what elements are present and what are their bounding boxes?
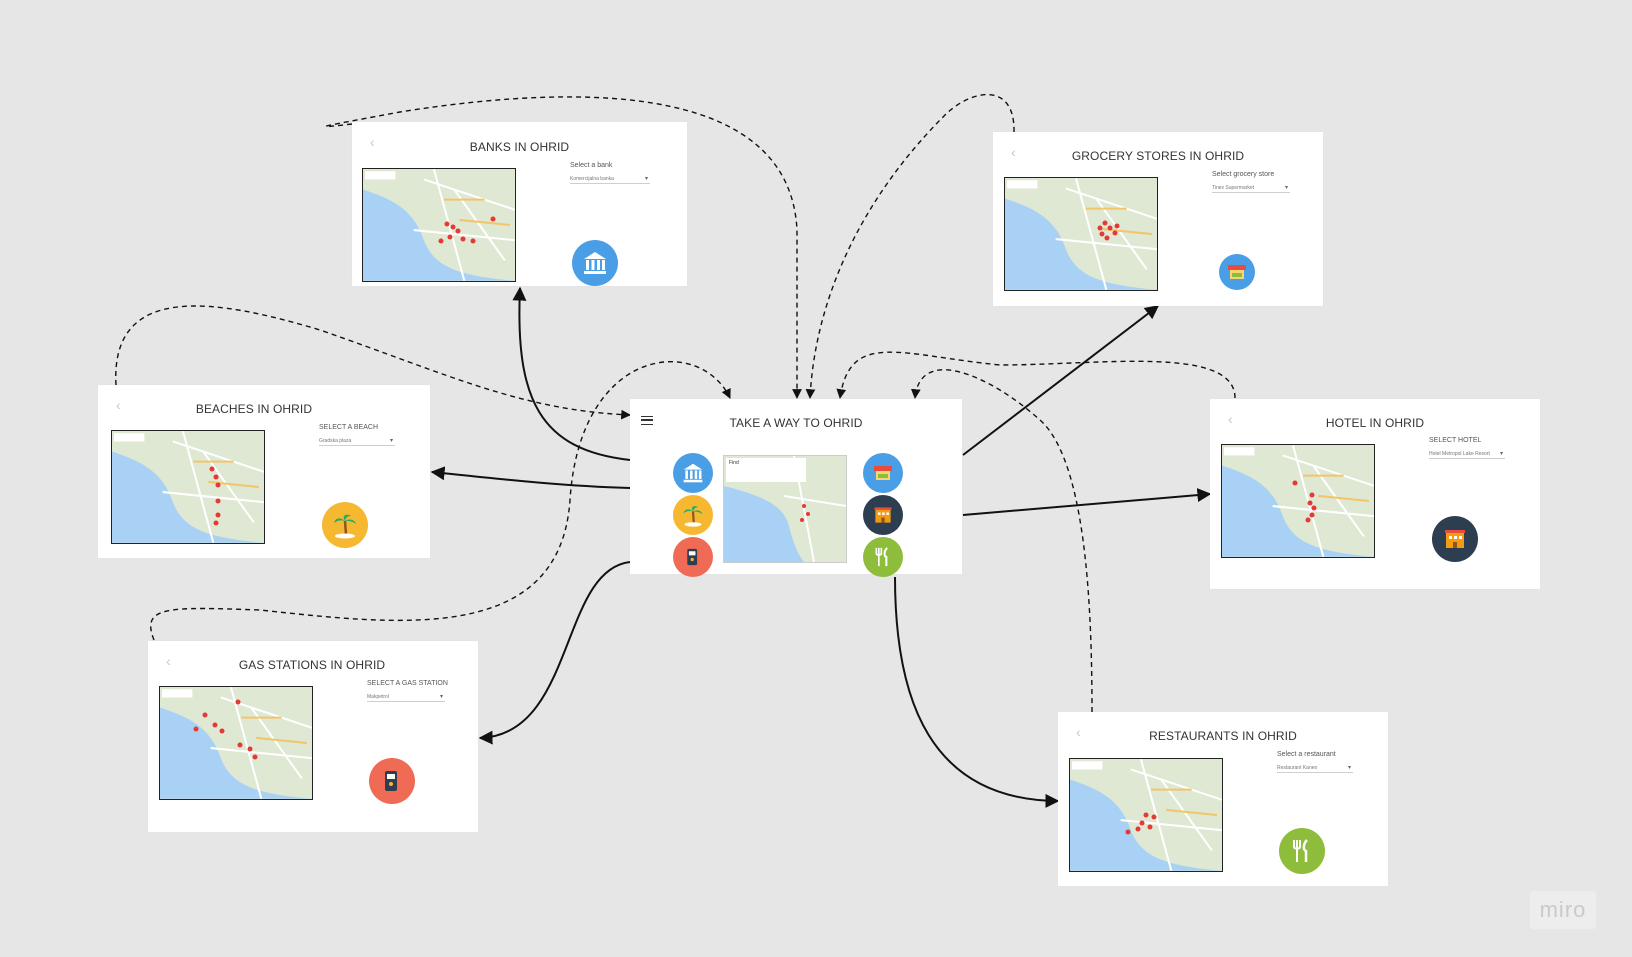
select-label: Select a restaurant [1277,751,1336,758]
screen-title: BEACHES IN OHRID [195,402,313,416]
screen-title: HOTEL IN OHRID [1325,416,1425,430]
map-thumbnail[interactable] [159,686,313,800]
link-main-to-banks [512,286,631,461]
hotel-icon [874,507,892,523]
map-pins [1292,480,1317,523]
link-restaurants-back [910,369,1093,713]
banks-screen: ‹ BANKS IN OHRID Select a bank Komercija… [352,122,687,286]
gas-station-select[interactable]: Makpetrol [367,692,445,702]
link-main-to-restaurants [894,576,1060,808]
link-hotel-back [836,351,1236,399]
map-search-field[interactable]: Find [729,460,739,466]
category-button-restaurants[interactable] [863,537,903,577]
miro-watermark: miro [1530,891,1596,929]
bank-icon [572,240,618,286]
gas-stations-screen: ‹ GAS STATIONS IN OHRID SELECT A GAS STA… [148,641,478,832]
link-main-to-grocery [962,305,1160,456]
back-arrow-icon[interactable]: ‹ [1011,144,1016,160]
map-thumbnail[interactable] [1004,177,1158,291]
main-screen: TAKE A WAY TO OHRID Find [630,399,962,577]
category-button-beaches[interactable] [673,495,713,535]
map-pins [209,466,221,526]
select-label: SELECT HOTEL [1429,437,1482,444]
restaurants-screen: ‹ RESTAURANTS IN OHRID Select a restaura… [1058,712,1388,886]
category-button-banks[interactable] [673,453,713,493]
link-main-to-gas [478,561,631,745]
map-pins [1097,220,1120,241]
beaches-screen: ‹ BEACHES IN OHRID SELECT A BEACH Gradsk… [98,385,430,558]
back-arrow-icon[interactable]: ‹ [1076,724,1081,740]
map-thumbnail[interactable] [1069,758,1223,872]
map-thumbnail[interactable] [362,168,516,282]
map-thumbnail[interactable] [111,430,265,544]
hotel-select[interactable]: Hotel Metropol Lake Resort [1429,449,1505,459]
app-title: TAKE A WAY TO OHRID [729,416,863,430]
hotel-screen: ‹ HOTEL IN OHRID SELECT HOTEL Hotel Metr… [1210,399,1540,589]
main-map[interactable]: Find [723,455,847,563]
screen-title: GAS STATIONS IN OHRID [238,658,386,672]
map-thumbnail[interactable] [1221,444,1375,558]
back-arrow-icon[interactable]: ‹ [370,134,375,150]
restaurant-select[interactable]: Restaurant Kaneo [1277,763,1353,773]
select-label: Select a bank [570,162,613,169]
market-stall-icon [874,466,892,480]
hamburger-icon[interactable] [641,416,653,425]
fuel-pump-icon [369,758,415,804]
link-banks-back [325,96,802,399]
screen-title: BANKS IN OHRID [469,140,570,154]
select-label: Select grocery store [1212,171,1275,178]
link-beaches-back [115,305,631,420]
grocery-select[interactable]: Tinex Supermarket [1212,183,1290,193]
back-arrow-icon[interactable]: ‹ [116,397,121,413]
bank-select[interactable]: Komercijalna banka [570,174,650,184]
screen-title: RESTAURANTS IN OHRID [1149,729,1297,743]
fork-knife-icon [875,547,888,567]
link-grocery-back [805,93,1015,399]
link-main-to-hotel [962,488,1212,516]
link-main-to-beaches [430,466,631,489]
select-label: SELECT A GAS STATION [367,680,448,687]
category-button-grocery-stores[interactable] [863,453,903,493]
map-pins [1125,812,1157,835]
palm-tree-icon [322,502,368,548]
category-button-hotels[interactable] [863,495,903,535]
fuel-pump-icon [687,548,698,566]
back-arrow-icon[interactable]: ‹ [166,653,171,669]
grocery-screen: ‹ GROCERY STORES IN OHRID Select grocery… [993,132,1323,306]
link-gas-back [150,360,731,641]
fork-knife-icon [1279,828,1325,874]
map-pins [438,216,496,244]
select-label: SELECT A BEACH [319,424,379,431]
beach-select[interactable]: Gradska plaza [319,436,395,446]
back-arrow-icon[interactable]: ‹ [1228,411,1233,427]
market-stall-icon [1219,254,1255,290]
category-button-gas-stations[interactable] [673,537,713,577]
palm-tree-icon [683,506,703,527]
hotel-icon [1432,516,1478,562]
screen-title: GROCERY STORES IN OHRID [1071,149,1245,163]
map-pins [193,699,258,760]
bank-icon [683,463,703,483]
